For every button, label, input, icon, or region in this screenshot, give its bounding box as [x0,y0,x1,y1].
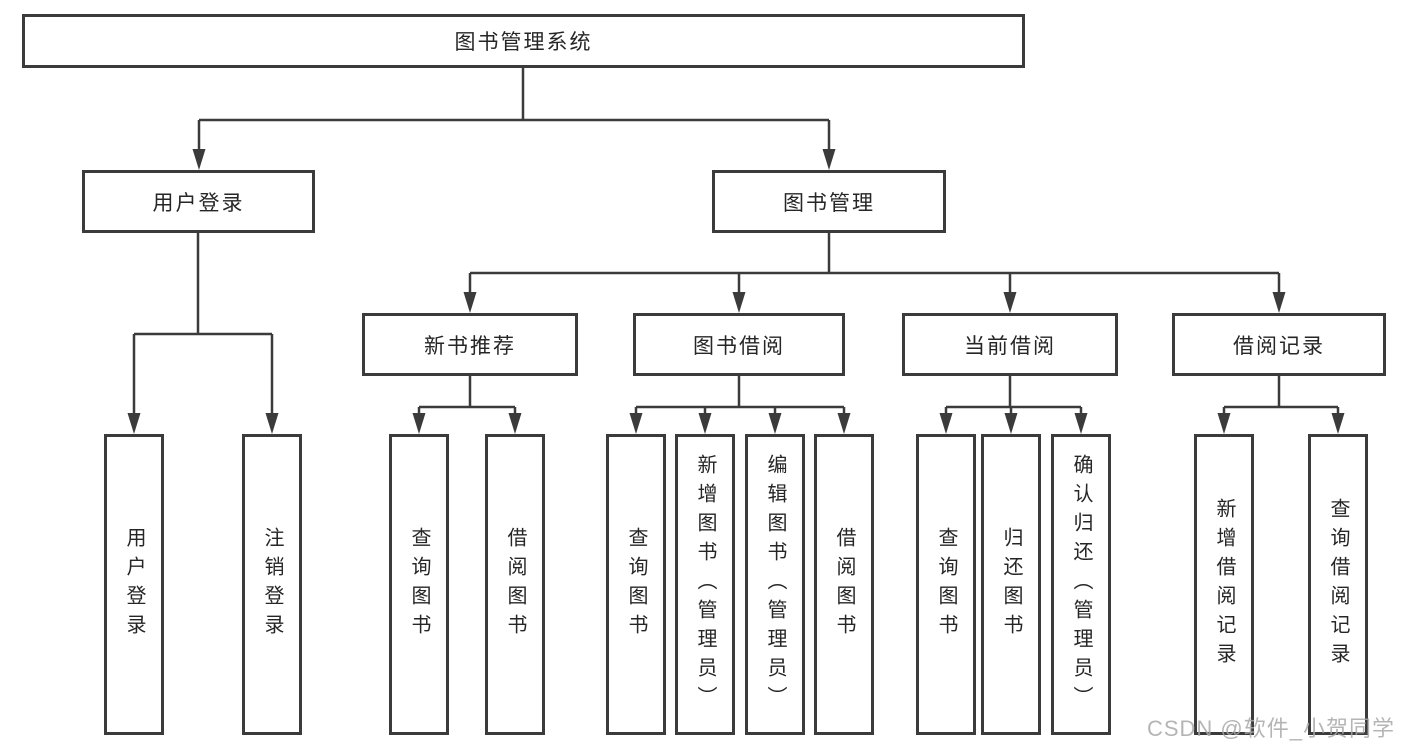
leaf-query-books-current-label: 查询图书 [935,526,957,643]
leaf-logout-label: 注销登录 [261,526,283,643]
leaf-query-borrow-record: 查询借阅记录 [1308,434,1368,735]
leaf-confirm-return-admin-label: 确认归还（管理员） [1070,454,1092,715]
leaf-borrow-books-newrec: 借阅图书 [485,434,545,735]
leaf-edit-books-admin-label: 编辑图书（管理员） [764,454,786,715]
leaf-return-books: 归还图书 [981,434,1041,735]
leaf-query-books-borrow-label: 查询图书 [625,526,647,643]
leaf-add-borrow-record: 新增借阅记录 [1194,434,1254,735]
node-book-management: 图书管理 [712,170,946,233]
leaf-add-borrow-record-label: 新增借阅记录 [1213,497,1235,672]
leaf-borrow-books-borrow: 借阅图书 [814,434,874,735]
leaf-query-books-borrow: 查询图书 [606,434,666,735]
arrowhead-icons [127,149,1345,434]
node-root-label: 图书管理系统 [454,31,593,54]
node-borrow-records-label: 借阅记录 [1233,334,1325,358]
leaf-user-login-label: 用户登录 [123,526,145,643]
leaf-query-books-current: 查询图书 [916,434,976,735]
node-current-borrow: 当前借阅 [902,313,1118,376]
node-new-book-recommend: 新书推荐 [362,313,578,376]
leaf-add-books-admin: 新增图书（管理员） [675,434,735,735]
leaf-logout: 注销登录 [242,434,302,735]
node-book-borrow: 图书借阅 [633,313,845,376]
node-user-login-label: 用户登录 [152,191,245,215]
node-new-book-recommend-label: 新书推荐 [424,334,516,358]
leaf-query-books-newrec-label: 查询图书 [408,526,430,643]
node-root: 图书管理系统 [22,14,1025,68]
leaf-borrow-books-borrow-label: 借阅图书 [833,526,855,643]
node-book-management-label: 图书管理 [783,191,875,215]
leaf-edit-books-admin: 编辑图书（管理员） [745,434,805,735]
leaf-borrow-books-newrec-label: 借阅图书 [504,526,526,643]
leaf-query-borrow-record-label: 查询借阅记录 [1327,497,1349,672]
node-book-borrow-label: 图书借阅 [693,334,785,358]
leaf-return-books-label: 归还图书 [1000,526,1022,643]
leaf-confirm-return-admin: 确认归还（管理员） [1051,434,1111,735]
node-borrow-records: 借阅记录 [1172,313,1386,376]
leaf-add-books-admin-label: 新增图书（管理员） [694,454,716,715]
leaf-query-books-newrec: 查询图书 [389,434,449,735]
leaf-user-login: 用户登录 [104,434,164,735]
node-user-login: 用户登录 [82,170,315,233]
node-current-borrow-label: 当前借阅 [964,334,1056,358]
